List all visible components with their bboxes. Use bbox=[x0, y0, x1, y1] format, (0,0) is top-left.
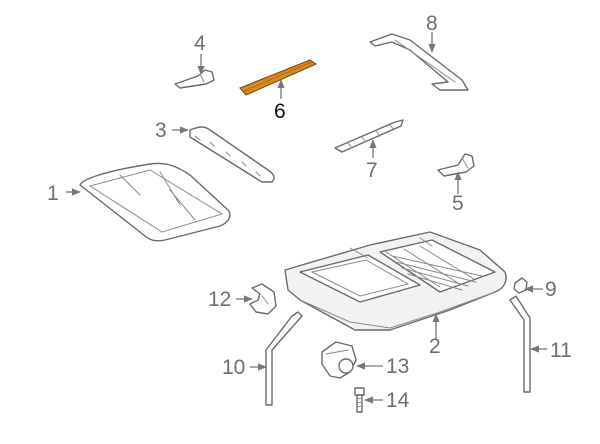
callout-1[interactable]: 1 bbox=[47, 182, 59, 205]
callout-3[interactable]: 3 bbox=[155, 119, 167, 142]
part-8-guide-frame[interactable] bbox=[369, 33, 469, 91]
part-5-bracket[interactable] bbox=[437, 153, 475, 177]
part-10-drain-hose[interactable] bbox=[265, 311, 303, 406]
callout-14[interactable]: 14 bbox=[386, 389, 410, 412]
callout-2[interactable]: 2 bbox=[429, 335, 441, 358]
callout-12[interactable]: 12 bbox=[208, 288, 231, 311]
callout-labels: 1 2 3 4 5 6 7 8 9 10 11 12 13 14 bbox=[47, 12, 572, 412]
part-9-clip[interactable] bbox=[513, 277, 528, 294]
part-6-deflector-strip[interactable] bbox=[239, 59, 318, 96]
part-1-glass-panel[interactable] bbox=[79, 162, 231, 242]
part-12-hose-clip[interactable] bbox=[249, 283, 277, 315]
callout-7[interactable]: 7 bbox=[366, 159, 378, 182]
part-7-guide-rail[interactable] bbox=[334, 119, 404, 153]
part-13-motor[interactable] bbox=[321, 341, 357, 379]
callout-4[interactable]: 4 bbox=[194, 32, 206, 55]
part-3-glass-seal[interactable] bbox=[189, 126, 275, 183]
part-2-sunroof-frame[interactable] bbox=[284, 231, 507, 331]
callout-5[interactable]: 5 bbox=[452, 192, 464, 215]
callout-11[interactable]: 11 bbox=[550, 339, 572, 362]
callout-8[interactable]: 8 bbox=[426, 12, 438, 35]
callout-6-highlighted[interactable]: 6 bbox=[274, 100, 286, 123]
callout-9[interactable]: 9 bbox=[545, 278, 557, 301]
leader-lines bbox=[66, 32, 547, 404]
callout-10[interactable]: 10 bbox=[222, 356, 245, 379]
part-14-bolt[interactable] bbox=[354, 387, 365, 413]
callout-13[interactable]: 13 bbox=[386, 355, 409, 378]
part-11-drain-hose[interactable] bbox=[509, 295, 531, 393]
part-4-bracket[interactable] bbox=[174, 69, 215, 89]
